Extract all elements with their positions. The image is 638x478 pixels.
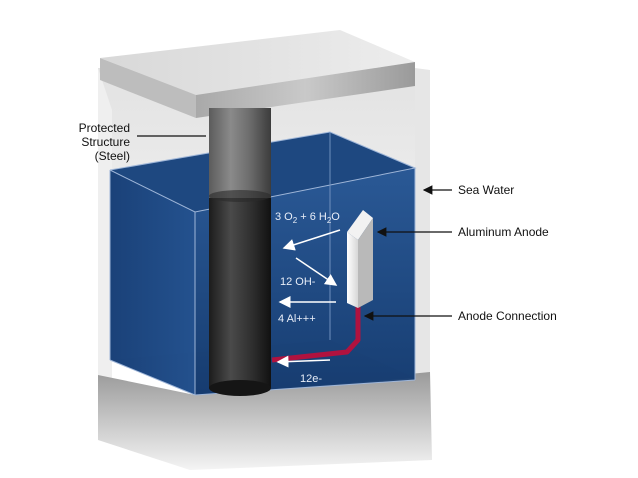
callout-labels: Protected Structure (Steel) Sea Water Al… — [79, 121, 557, 323]
anode-wire — [271, 305, 361, 363]
deck-plate — [100, 30, 415, 118]
protected-structure-label-2: Structure — [81, 135, 130, 149]
aluminum-anode — [347, 210, 373, 308]
protected-structure-label-3: (Steel) — [95, 149, 130, 163]
electron-arrow — [276, 355, 331, 368]
anode-connection-label: Anode Connection — [458, 309, 557, 323]
reaction-arrows — [276, 229, 341, 368]
oxygen-arrow — [282, 229, 341, 251]
hydroxide-label: 12 OH- — [280, 276, 316, 288]
aluminum-ion-label: 4 Al+++ — [278, 313, 316, 325]
steel-pillar — [209, 108, 271, 396]
oxygen-water-reaction: 3 O2 + 6 H2O — [275, 211, 340, 225]
seabed-floor — [98, 372, 432, 470]
reaction-labels: 3 O2 + 6 H2O 12 OH- 4 Al+++ 12e- — [275, 211, 340, 385]
electron-label: 12e- — [300, 373, 322, 385]
sea-water-label: Sea Water — [458, 183, 514, 197]
hydroxide-arrow — [295, 257, 338, 286]
callout-lines — [137, 135, 452, 321]
aluminum-anode-label: Aluminum Anode — [458, 225, 549, 239]
protected-structure-label-1: Protected — [79, 121, 130, 135]
